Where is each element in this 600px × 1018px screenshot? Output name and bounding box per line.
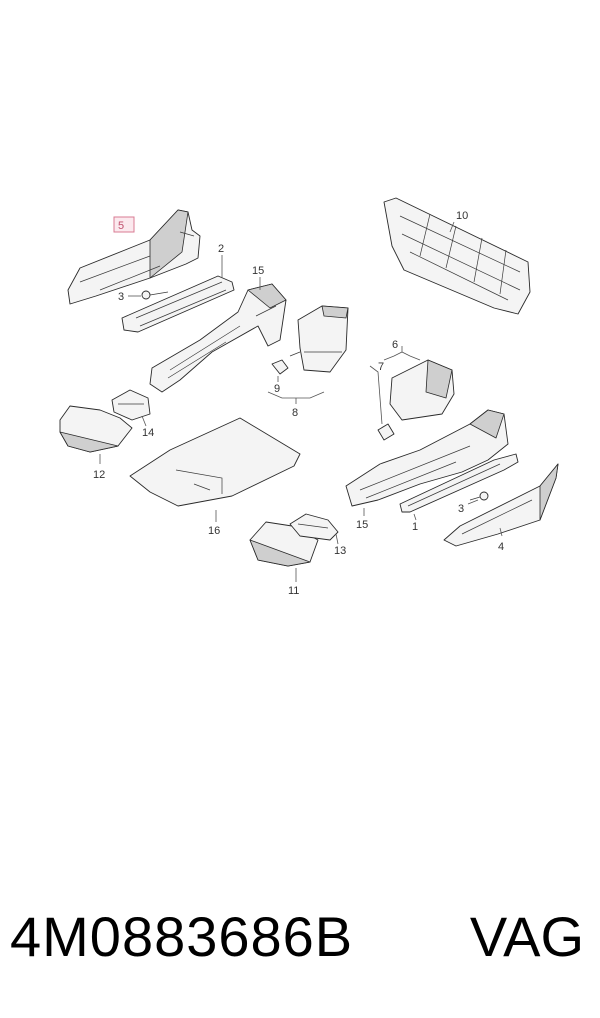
- callout-1: 1: [412, 521, 418, 533]
- brand-label: VAG: [469, 905, 584, 968]
- callout-16: 16: [208, 525, 220, 537]
- callout-3-right: 3: [458, 503, 464, 515]
- callout-14: 14: [142, 427, 154, 439]
- callout-2: 2: [218, 243, 224, 255]
- callout-13: 13: [334, 545, 346, 557]
- part-11[interactable]: 11: [249, 521, 319, 597]
- part-10[interactable]: 10: [383, 197, 531, 315]
- part-6[interactable]: 6: [383, 339, 455, 421]
- part-15-right[interactable]: 15: [345, 409, 509, 531]
- callout-15-right: 15: [356, 519, 368, 531]
- part-1[interactable]: 1: [399, 453, 519, 533]
- callout-8: 8: [292, 407, 298, 419]
- part-14[interactable]: 14: [111, 389, 154, 439]
- parts-diagram: 5 3 2 15 8 9 14: [59, 197, 559, 597]
- footer: 4M0883686B VAG: [0, 880, 600, 990]
- callout-15-left: 15: [252, 265, 264, 277]
- part-4[interactable]: 4: [443, 463, 559, 553]
- part-7[interactable]: 7: [369, 361, 395, 441]
- part-5[interactable]: 5: [67, 209, 201, 305]
- callout-7: 7: [378, 361, 384, 373]
- callout-4: 4: [498, 541, 504, 553]
- part-3-right[interactable]: 3: [458, 491, 489, 515]
- highlight-box: [113, 216, 135, 233]
- callout-5: 5: [118, 220, 124, 232]
- callout-11: 11: [288, 585, 299, 597]
- callout-3-left: 3: [118, 291, 124, 303]
- part-13[interactable]: 13: [289, 513, 346, 557]
- part-9[interactable]: 9: [271, 351, 301, 395]
- callout-12: 12: [93, 469, 105, 481]
- part-2[interactable]: 2: [121, 243, 235, 333]
- part-number: 4M0883686B: [10, 905, 354, 968]
- part-8[interactable]: 8: [267, 305, 349, 419]
- callout-9: 9: [274, 383, 280, 395]
- part-12[interactable]: 12: [59, 405, 133, 481]
- callout-10: 10: [456, 210, 468, 222]
- part-15-left[interactable]: 15: [149, 265, 287, 393]
- part-16[interactable]: 16: [129, 417, 301, 537]
- callout-6: 6: [392, 339, 398, 351]
- part-3-left[interactable]: 3: [118, 290, 169, 303]
